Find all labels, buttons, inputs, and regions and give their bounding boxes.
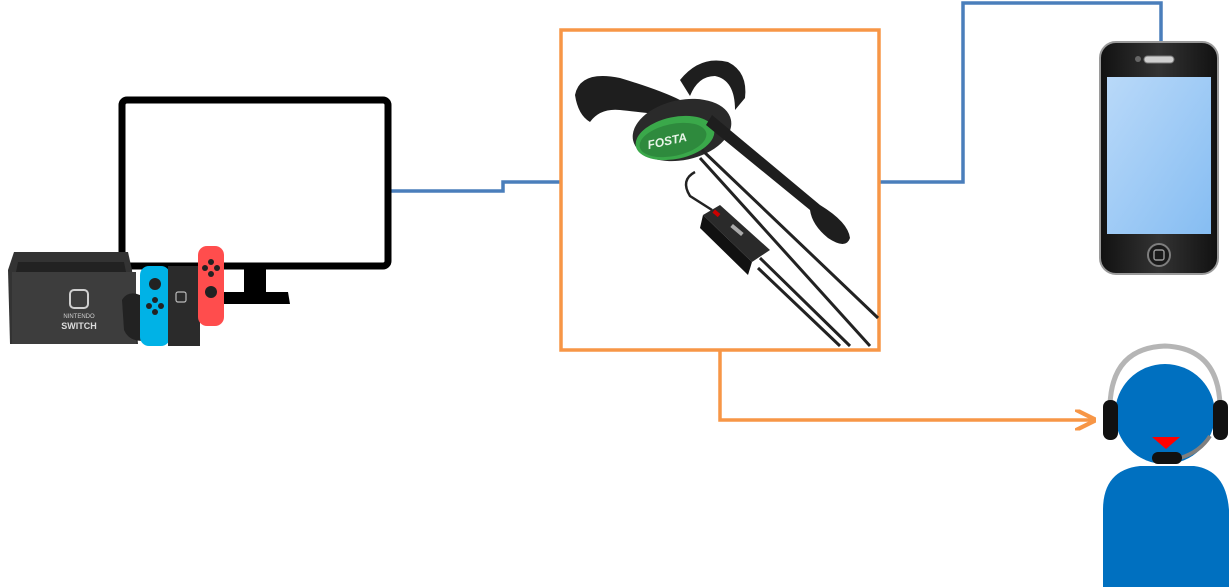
mouth-indicator — [1152, 437, 1180, 449]
headset-adapter-node: FOSTA — [559, 28, 881, 352]
nintendo-switch-icon: NINTENDO SWITCH — [8, 246, 224, 346]
connector-headset-to-smartphone — [880, 1, 1163, 184]
switch-brand-line1: NINTENDO — [63, 314, 95, 320]
user-with-headset-icon — [1103, 343, 1229, 587]
monitor-icon — [118, 96, 392, 304]
smartphone-icon — [1099, 41, 1219, 275]
connector-monitor-to-headset — [390, 180, 560, 193]
switch-brand-line2: SWITCH — [61, 321, 97, 331]
arrow-headset-to-user — [718, 351, 1092, 420]
headset-with-adapter-icon: FOSTA — [575, 60, 880, 348]
